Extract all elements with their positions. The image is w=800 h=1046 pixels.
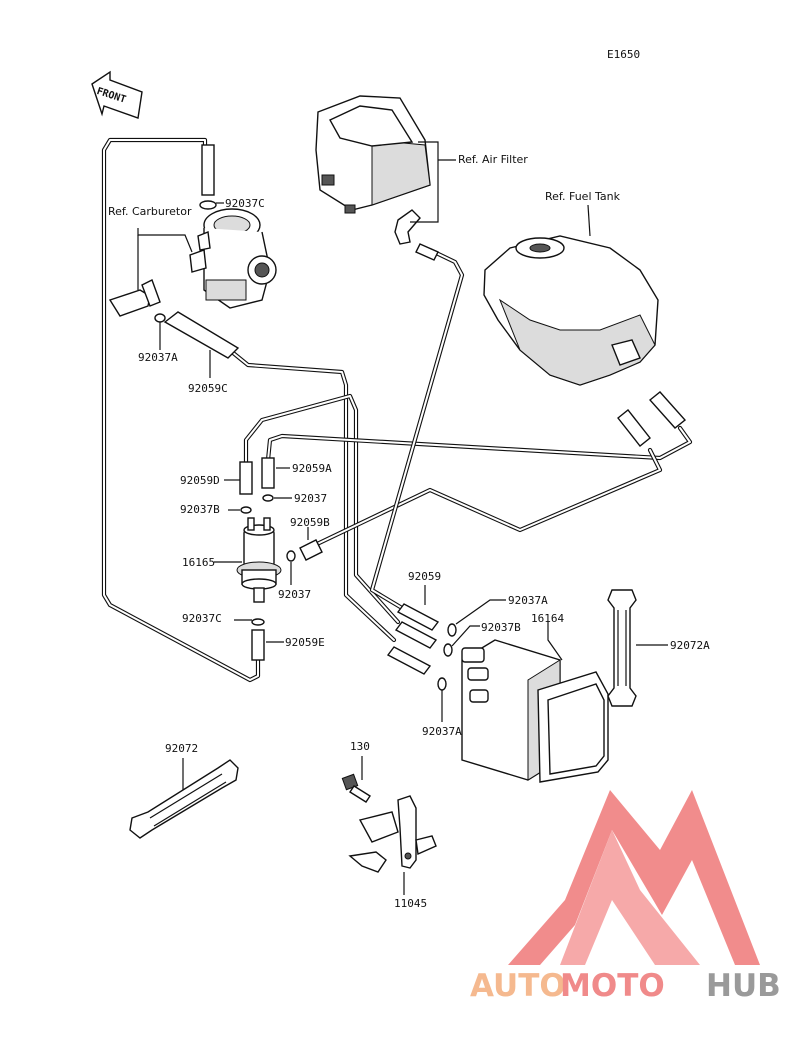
hose-92059D bbox=[239, 461, 253, 495]
fitting-top-tube bbox=[199, 144, 217, 210]
label-92037A-bottom: 92037A bbox=[422, 725, 462, 738]
carburetor bbox=[189, 208, 277, 309]
strap-92072 bbox=[129, 759, 239, 839]
label-92037A-left: 92037A bbox=[138, 351, 178, 364]
vacuum-valve-16165 bbox=[236, 517, 282, 603]
ref-carburetor-label: Ref. Carburetor bbox=[108, 205, 192, 218]
label-92059A: 92059A bbox=[292, 462, 332, 475]
label-16164: 16164 bbox=[531, 612, 564, 625]
label-92037A-right: 92037A bbox=[508, 594, 548, 607]
ref-air-filter-label: Ref. Air Filter bbox=[458, 153, 528, 166]
label-16165: 16165 bbox=[182, 556, 215, 569]
label-92037C-top: 92037C bbox=[225, 197, 265, 210]
t-joint-fitting bbox=[108, 279, 161, 317]
strap-92072A bbox=[607, 589, 637, 707]
air-filter-housing bbox=[315, 95, 439, 261]
label-92059: 92059 bbox=[408, 570, 441, 583]
ref-fuel-tank-label: Ref. Fuel Tank bbox=[545, 190, 621, 203]
diagram-code: E1650 bbox=[607, 48, 640, 61]
watermark-part-auto: AUTO bbox=[470, 968, 566, 1004]
hose-92059B bbox=[299, 539, 323, 561]
hose-92059 bbox=[396, 603, 440, 631]
hose-92059C bbox=[163, 311, 240, 359]
label-92037-lower: 92037 bbox=[278, 588, 311, 601]
label-92059C: 92059C bbox=[188, 382, 228, 395]
front-arrow-icon: FRONT bbox=[91, 70, 143, 119]
tank-hose-fittings bbox=[617, 391, 687, 447]
label-92059D: 92059D bbox=[180, 474, 220, 487]
label-92059B: 92059B bbox=[290, 516, 330, 529]
charcoal-canister-16164 bbox=[461, 639, 609, 783]
hose-routing bbox=[101, 137, 693, 683]
bracket-11045 bbox=[348, 795, 437, 873]
fuel-tank bbox=[483, 235, 659, 386]
label-92037B-left: 92037B bbox=[180, 503, 220, 516]
hose-92059E bbox=[251, 629, 265, 661]
label-92072: 92072 bbox=[165, 742, 198, 755]
label-92037-upper: 92037 bbox=[294, 492, 327, 505]
watermark-logo bbox=[508, 790, 760, 965]
watermark-text: AUTO MOTO HUB bbox=[470, 968, 781, 1004]
label-92072A: 92072A bbox=[670, 639, 710, 652]
bolt-130 bbox=[341, 773, 371, 803]
hose-92059A bbox=[261, 457, 275, 489]
label-92037B-right: 92037B bbox=[481, 621, 521, 634]
label-92037C-lower: 92037C bbox=[182, 612, 222, 625]
label-11045: 11045 bbox=[394, 897, 427, 910]
watermark-part-moto: MOTO bbox=[560, 968, 665, 1004]
watermark-part-hub: HUB bbox=[706, 968, 781, 1004]
label-130: 130 bbox=[350, 740, 370, 753]
label-92059E: 92059E bbox=[285, 636, 325, 649]
